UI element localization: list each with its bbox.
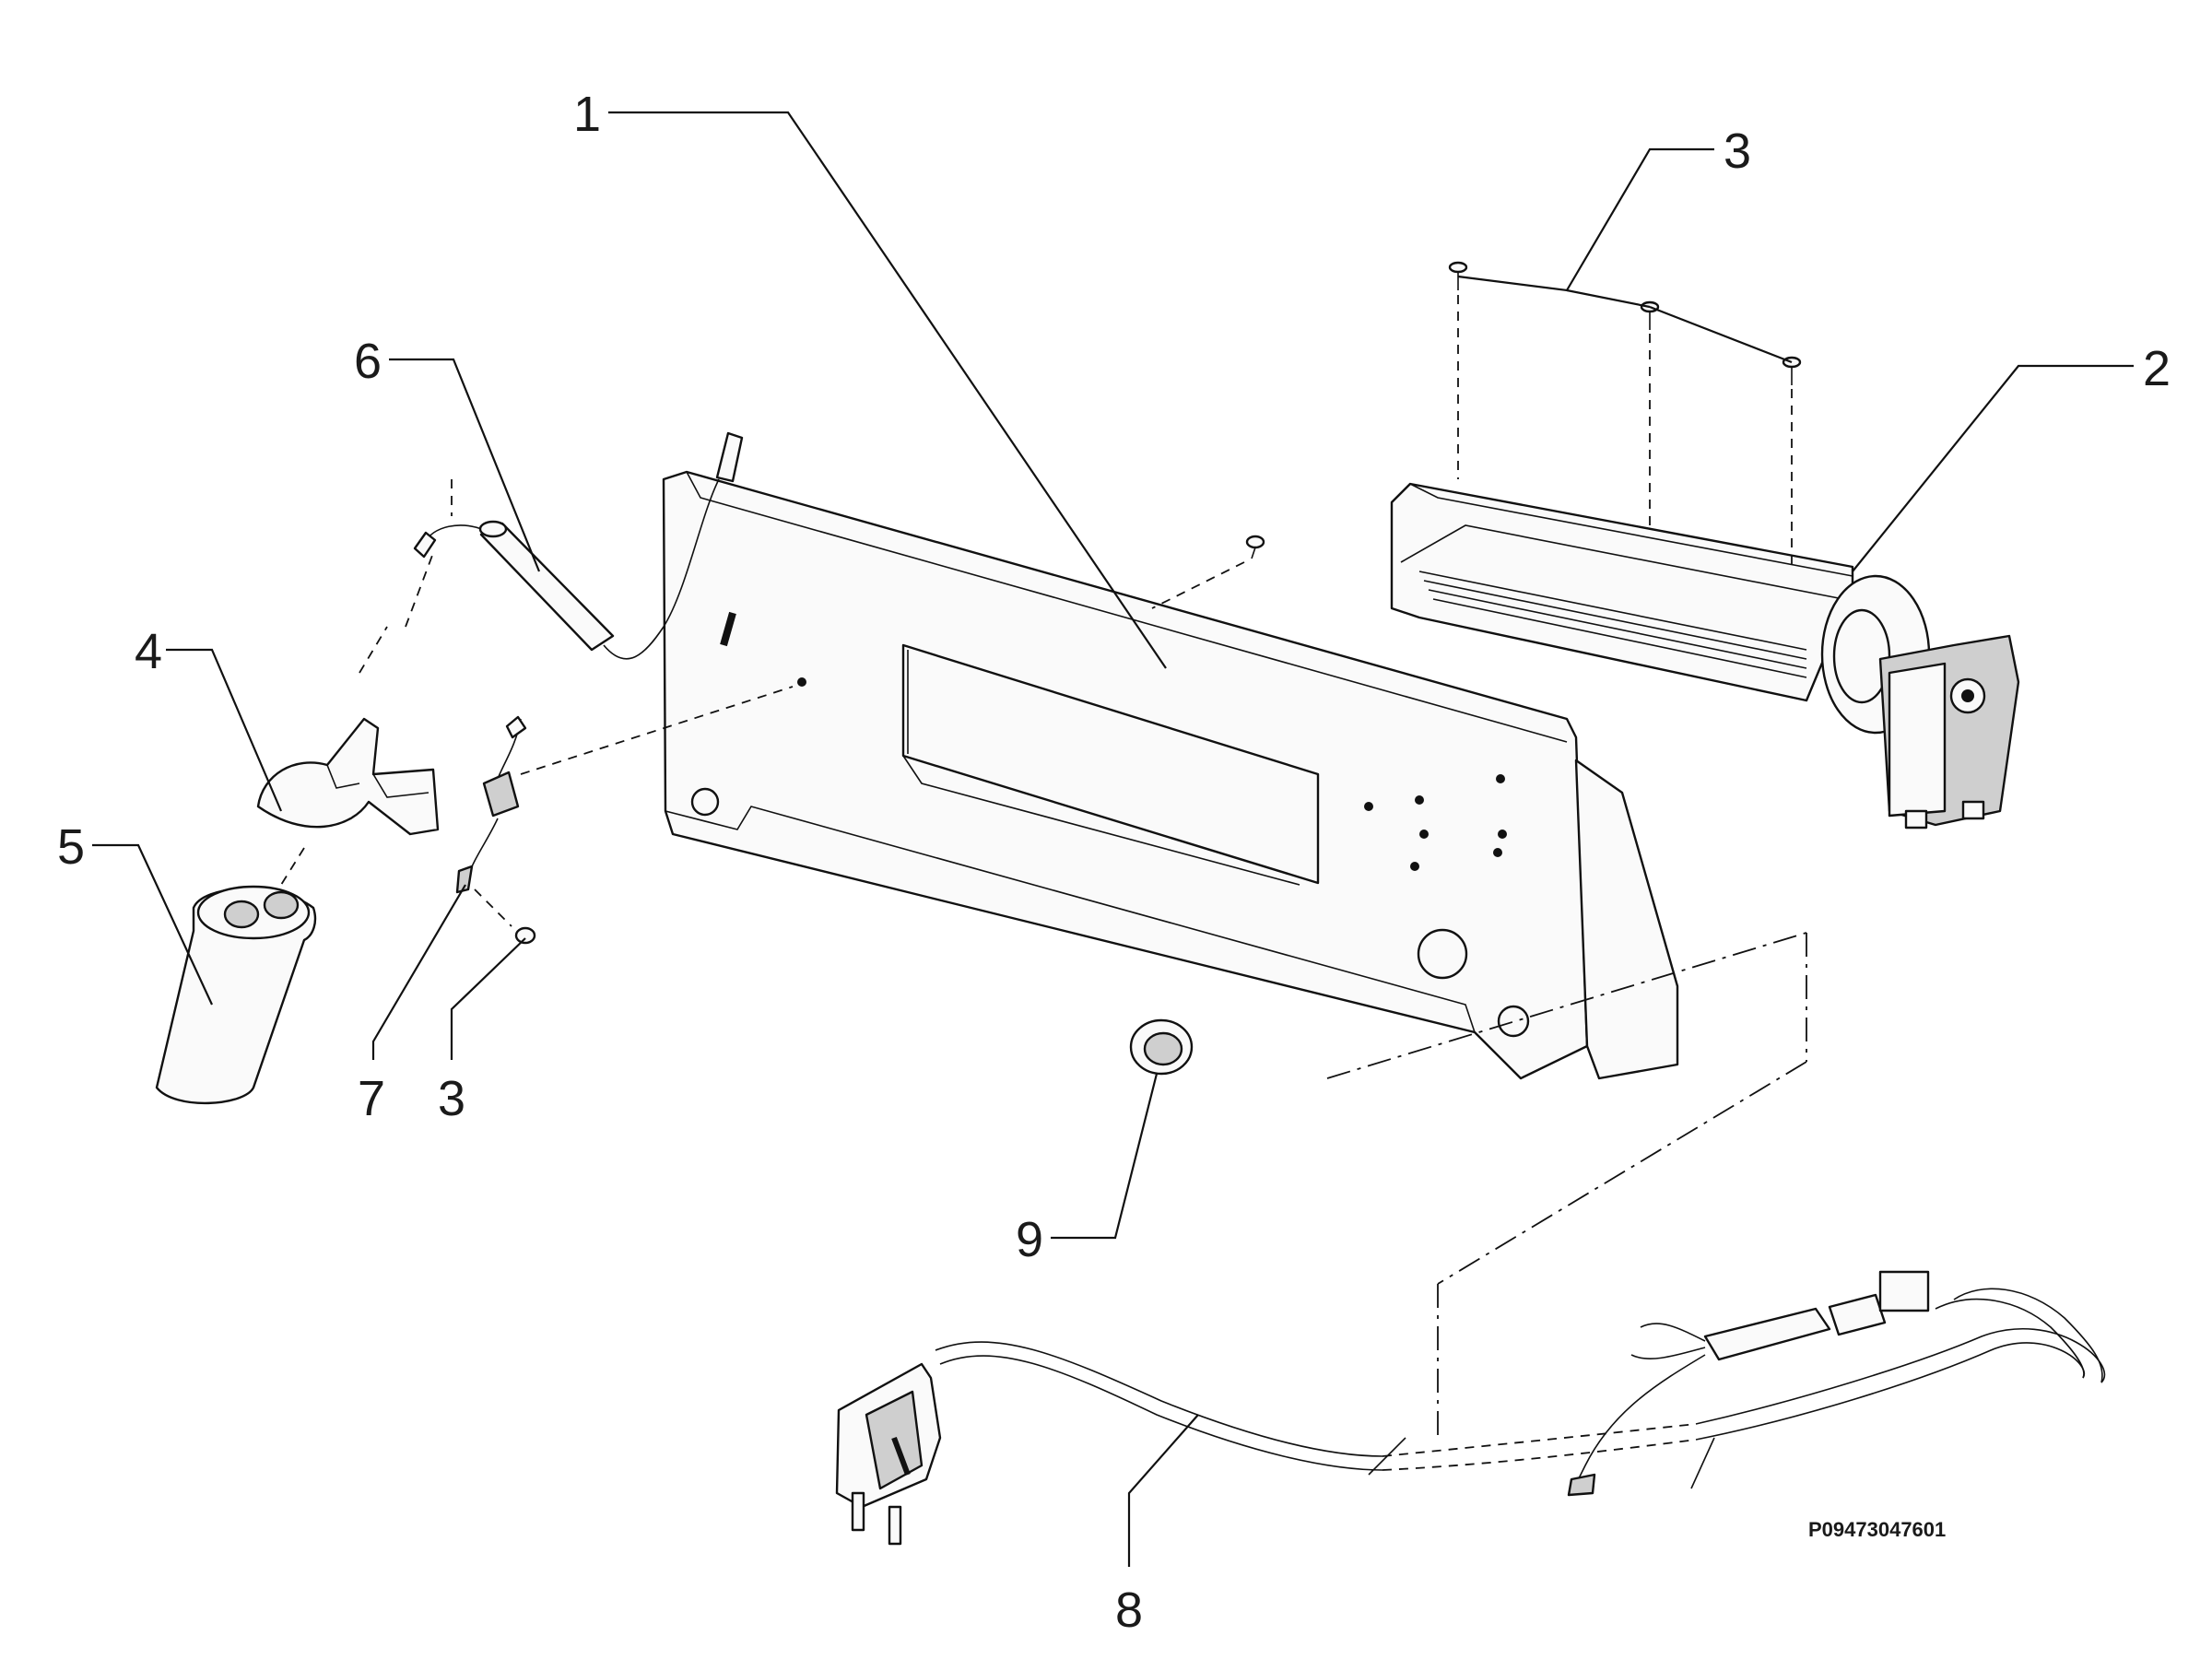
capacitor-bracket-part: [256, 552, 440, 886]
mounting-plate-part: [662, 470, 1679, 1080]
hv-capacitor-part: [155, 885, 317, 1105]
leader-lines: [92, 111, 2134, 1567]
callout-2: 2: [2143, 341, 2171, 396]
callout-7: 7: [358, 1071, 385, 1126]
callout-3-bottom: 3: [438, 1071, 465, 1126]
mains-cable-part: [835, 1270, 2106, 1546]
grommet-part: [1129, 1018, 1194, 1076]
callout-9: 9: [1016, 1212, 1043, 1267]
plate-screw-part: [1151, 535, 1265, 609]
callout-5: 5: [57, 819, 85, 875]
callout-labels: 1 3 2 6 4 5 7 3 9 8 P09473047601: [57, 87, 2171, 1638]
callout-6: 6: [354, 334, 382, 389]
assembly-chain-lines: [1326, 932, 1807, 1438]
callout-1: 1: [573, 87, 601, 142]
tangential-fan-part: [1390, 482, 2020, 830]
fuse-assembly-part: [455, 686, 794, 945]
hv-diode-part: [413, 431, 744, 660]
drawing-code: P09473047601: [1808, 1518, 1946, 1541]
callout-3-top: 3: [1724, 124, 1751, 179]
callout-8: 8: [1115, 1583, 1143, 1638]
callout-4: 4: [135, 624, 162, 679]
